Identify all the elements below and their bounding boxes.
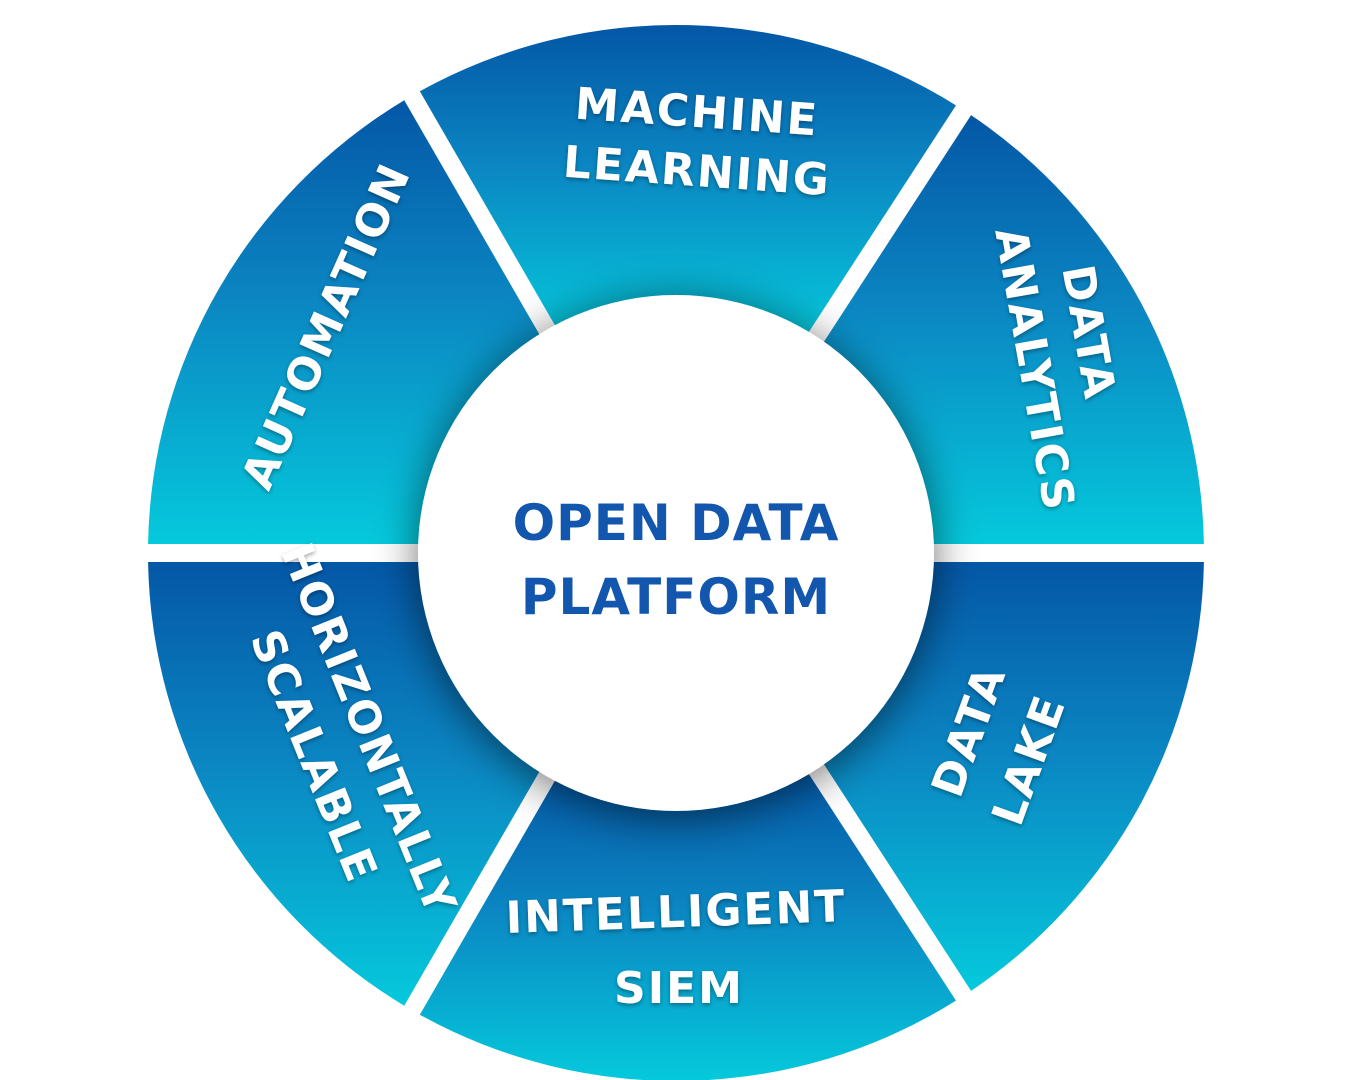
segment-machine-learning[interactable] bbox=[419, 24, 956, 339]
segment-automation[interactable] bbox=[148, 100, 544, 545]
label-intelligent-siem: INTELLIGENT SIEM bbox=[505, 881, 847, 1014]
label-intelligent-siem-line-1: INTELLIGENT bbox=[505, 881, 847, 944]
label-intelligent-siem-line-2: SIEM bbox=[614, 963, 744, 1014]
center-title-line-1: OPEN DATA bbox=[513, 494, 840, 552]
center-title: OPEN DATA PLATFORM bbox=[513, 494, 840, 626]
segment-horizontally-scalable[interactable] bbox=[148, 561, 544, 1006]
center-circle bbox=[418, 295, 934, 811]
center-title-line-2: PLATFORM bbox=[521, 568, 831, 626]
ring bbox=[148, 24, 1204, 1080]
segment-data-lake[interactable] bbox=[819, 561, 1204, 991]
segment-data-analytics[interactable] bbox=[819, 115, 1204, 545]
segment-intelligent-siem[interactable] bbox=[419, 767, 956, 1080]
